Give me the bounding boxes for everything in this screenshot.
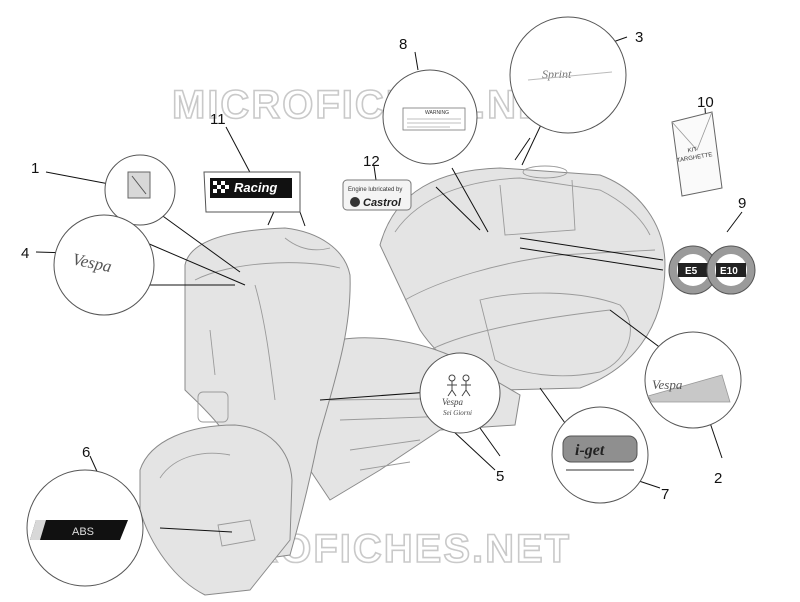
checkered-flag-icon — [213, 181, 229, 193]
callout-3: 3 — [635, 29, 643, 46]
racing-plate — [210, 178, 292, 198]
callout-11: 11 — [210, 111, 226, 128]
riders-icon — [447, 374, 471, 397]
callout-numbers: 1 2 3 4 5 6 7 8 9 10 11 12 — [21, 29, 746, 503]
iget-badge — [562, 435, 638, 463]
decal-4-bubble: Vespa — [53, 214, 155, 316]
vespa-decal-text: Vespa — [652, 377, 683, 392]
callout-5: 5 — [496, 468, 504, 485]
vespa-small-text: Vespa — [442, 397, 463, 407]
iget-text: i-get — [575, 442, 605, 459]
castrol-brand: Castrol — [363, 197, 402, 209]
decal-9-fuel: E5 E10 — [668, 245, 756, 295]
callout-1: 1 — [31, 160, 39, 177]
callout-12: 12 — [363, 153, 380, 170]
abs-plate — [30, 520, 128, 540]
scooter-body — [139, 165, 666, 596]
callout-2: 2 — [714, 470, 722, 487]
decal-6-bubble: ABS — [26, 469, 144, 587]
decal-1-bubble — [104, 154, 176, 226]
castrol-logo-icon — [350, 197, 360, 207]
decal-10-kit: KIT TARGHETTE — [671, 111, 723, 197]
warning-title: WARNING — [425, 110, 449, 116]
callout-6: 6 — [82, 444, 90, 461]
decal-12-castrol: Engine lubricated by Castrol — [342, 179, 412, 211]
callout-9: 9 — [738, 195, 746, 212]
callout-8: 8 — [399, 36, 407, 53]
sei-giorni-text: Sei Giorni — [443, 409, 472, 417]
callout-10: 10 — [697, 94, 714, 111]
decal-8-bubble: WARNING — [382, 69, 478, 165]
castrol-caption: Engine lubricated by — [348, 187, 402, 193]
kit-line1: KIT — [687, 147, 698, 155]
racing-text: Racing — [234, 180, 277, 195]
sprint-script-text: Sprint — [542, 67, 572, 81]
watermark-top: MICROFICHES.NET — [172, 83, 573, 127]
decal-2-bubble: Vespa — [644, 331, 742, 429]
envelope-icon — [671, 111, 723, 197]
e5-text: E5 — [685, 266, 698, 277]
leader-lines — [35, 36, 743, 533]
e10-text: E10 — [720, 266, 738, 277]
decal-7-bubble: i-get — [551, 406, 649, 504]
callout-7: 7 — [661, 486, 669, 503]
abs-text: ABS — [72, 526, 94, 538]
callout-4: 4 — [21, 245, 29, 262]
decal-3-bubble: Sprint — [509, 16, 627, 134]
decal-5-bubble: Vespa Sei Giorni — [419, 352, 501, 434]
decal-11-racing: Racing — [203, 171, 301, 213]
